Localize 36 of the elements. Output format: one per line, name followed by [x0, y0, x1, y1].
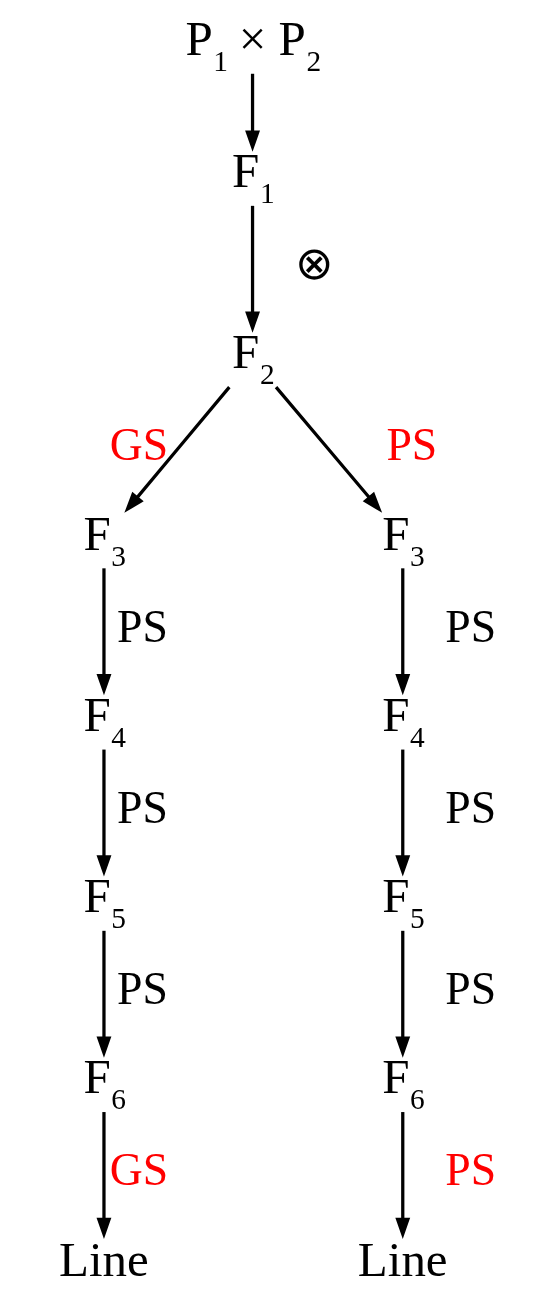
- arrow: [274, 386, 382, 513]
- edge-label: PS: [116, 963, 168, 1015]
- edge-label: ⊗: [294, 238, 334, 290]
- arrow: [96, 930, 111, 1058]
- node-text: Line: [357, 1232, 448, 1288]
- arrow: [394, 930, 410, 1058]
- arrow: [394, 749, 410, 877]
- node-text: F$_{3}$: [381, 505, 425, 572]
- edge-label: PS: [116, 781, 168, 833]
- node-text: F$_{6}$: [381, 1049, 425, 1116]
- edge-label: PS: [444, 963, 496, 1015]
- edge-label: PS: [444, 781, 496, 833]
- edge-label: GS: [109, 1144, 168, 1196]
- arrow: [244, 205, 260, 333]
- arrow: [394, 568, 410, 696]
- arrow: [123, 386, 231, 513]
- edge-label: PS: [444, 1144, 496, 1196]
- arrow: [96, 749, 111, 877]
- node-text: P$_{1}$ × P$_{2}$: [185, 10, 321, 77]
- arrow: [244, 73, 260, 152]
- node-text: F$_{2}$: [231, 324, 275, 391]
- node-text: Line: [58, 1232, 149, 1288]
- node-text: F$_{4}$: [83, 686, 126, 753]
- edge-label: PS: [385, 419, 437, 471]
- edge-label: PS: [116, 600, 168, 652]
- node-text: F$_{1}$: [231, 143, 275, 210]
- node-text: F$_{5}$: [83, 867, 126, 934]
- arrow: [96, 1112, 111, 1239]
- edge-label: GS: [109, 419, 168, 471]
- arrow: [394, 1112, 410, 1239]
- node-text: F$_{3}$: [83, 505, 126, 572]
- edge-label: PS: [444, 600, 496, 652]
- node-text: F$_{6}$: [83, 1049, 126, 1116]
- node-text: F$_{5}$: [381, 867, 425, 934]
- node-text: F$_{4}$: [381, 686, 425, 753]
- arrow: [96, 568, 111, 696]
